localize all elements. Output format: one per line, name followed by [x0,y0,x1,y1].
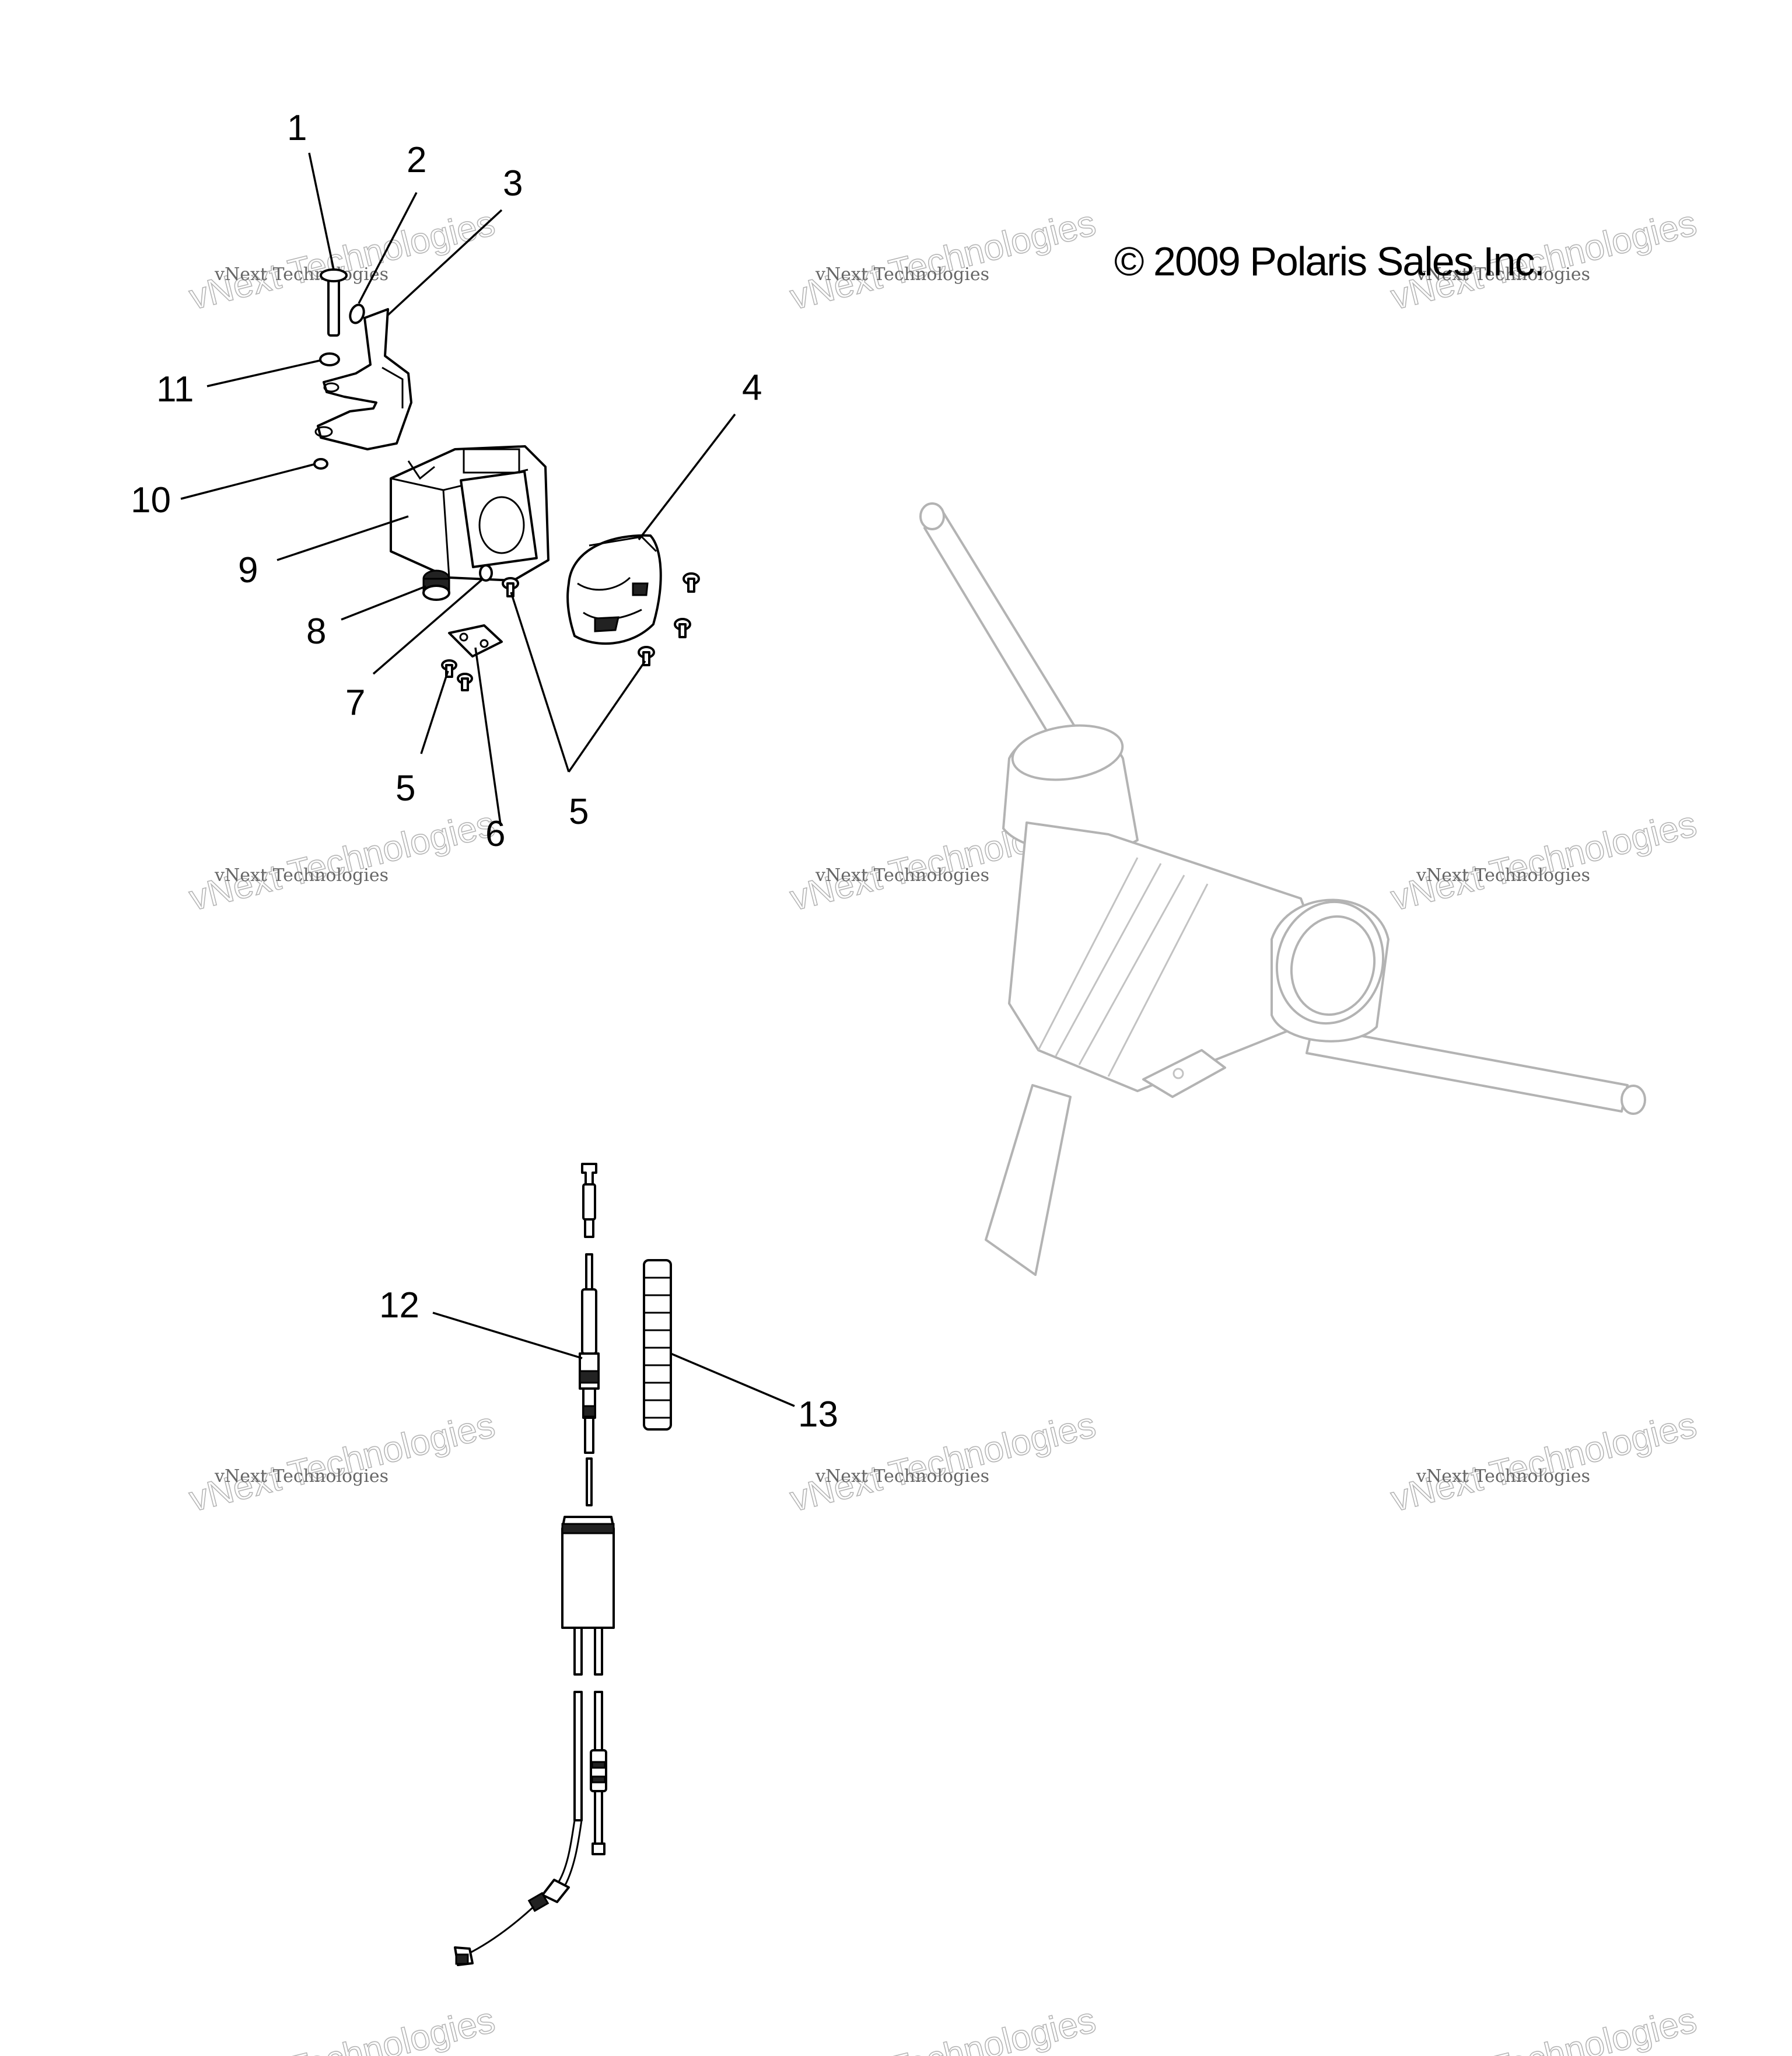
screw-part [682,572,700,593]
callout-1: 1 [287,108,307,148]
screw-part [674,618,691,638]
svg-text:vNext Technologies: vNext Technologies [815,264,989,285]
screw-part [638,646,655,666]
mount-bracket-part [314,308,412,450]
svg-text:vNext Technologies: vNext Technologies [786,2000,1100,2056]
washer-small-part [319,352,340,366]
watermark: vNext Technologies vNext Technologies [185,202,499,318]
callout-7: 7 [345,683,365,723]
cover-plate-part [448,624,503,658]
callouts: 1 2 3 4 11 10 9 8 7 5 5 6 12 13 [131,108,838,1435]
callout-5b: 5 [569,792,589,832]
screw-part [457,673,473,691]
svg-text:vNext Technologies: vNext Technologies [214,1466,388,1487]
callout-6: 6 [485,814,505,854]
svg-text:vNext Technologies: vNext Technologies [1387,2000,1700,2056]
svg-text:vNext Technologies: vNext Technologies [815,1466,989,1487]
plug-part [422,569,450,601]
switch-housing-part [390,445,550,582]
callout-4: 4 [742,368,762,408]
callout-11: 11 [156,369,194,410]
svg-text:vNext Technologies: vNext Technologies [1387,804,1700,919]
watermark: vNext Technologies [1387,1999,1701,2056]
handlebar-ghost [919,502,1646,1276]
washer-part [349,303,365,324]
bolt-part [320,268,348,337]
callout-5a: 5 [396,768,415,809]
svg-text:vNext Technologies: vNext Technologies [815,865,989,886]
svg-text:vNext Technologies: vNext Technologies [214,264,388,285]
callout-8: 8 [306,611,326,652]
callout-2: 2 [407,140,426,180]
o-ring-part [479,564,493,582]
callout-13: 13 [798,1394,838,1435]
callout-9: 9 [238,550,258,590]
watermark: vNext Technologies vNext Technologies [1387,803,1701,919]
watermark: vNext Technologies vNext Technologies [786,202,1100,318]
svg-text:vNext Technologies: vNext Technologies [186,804,499,919]
svg-text:vNext Technologies: vNext Technologies [186,203,499,318]
watermark: vNext Technologies [185,1999,499,2056]
svg-text:vNext Technologies: vNext Technologies [1387,1405,1700,1520]
svg-text:vNext Technologies: vNext Technologies [1416,264,1590,285]
watermark: vNext Technologies vNext Technologies [185,803,499,919]
leader-lines [180,152,795,1407]
svg-text:vNext Technologies: vNext Technologies [186,1405,499,1520]
clip-part [313,458,328,470]
upper-assembly [313,268,700,691]
callout-10: 10 [131,480,171,520]
cable-sleeve-part [643,1259,672,1431]
callout-3: 3 [503,163,523,204]
svg-text:vNext Technologies: vNext Technologies [1416,1466,1590,1487]
switch-cover-part [566,534,662,645]
svg-text:vNext Technologies: vNext Technologies [186,2000,499,2056]
screw-part [502,577,519,597]
watermark: vNext Technologies vNext Technologies [1387,1404,1701,1520]
watermark: vNext Technologies vNext Technologies [185,1404,499,1520]
svg-text:vNext Technologies: vNext Technologies [214,865,388,886]
screw-part [441,659,457,678]
svg-text:vNext Technologies: vNext Technologies [1416,865,1590,886]
svg-text:vNext Technologies: vNext Technologies [786,203,1100,318]
cable-assembly-part [454,1163,615,1966]
callout-12: 12 [379,1285,419,1326]
copyright-text: © 2009 Polaris Sales Inc. [1114,239,1544,284]
watermark: vNext Technologies [786,1999,1100,2056]
